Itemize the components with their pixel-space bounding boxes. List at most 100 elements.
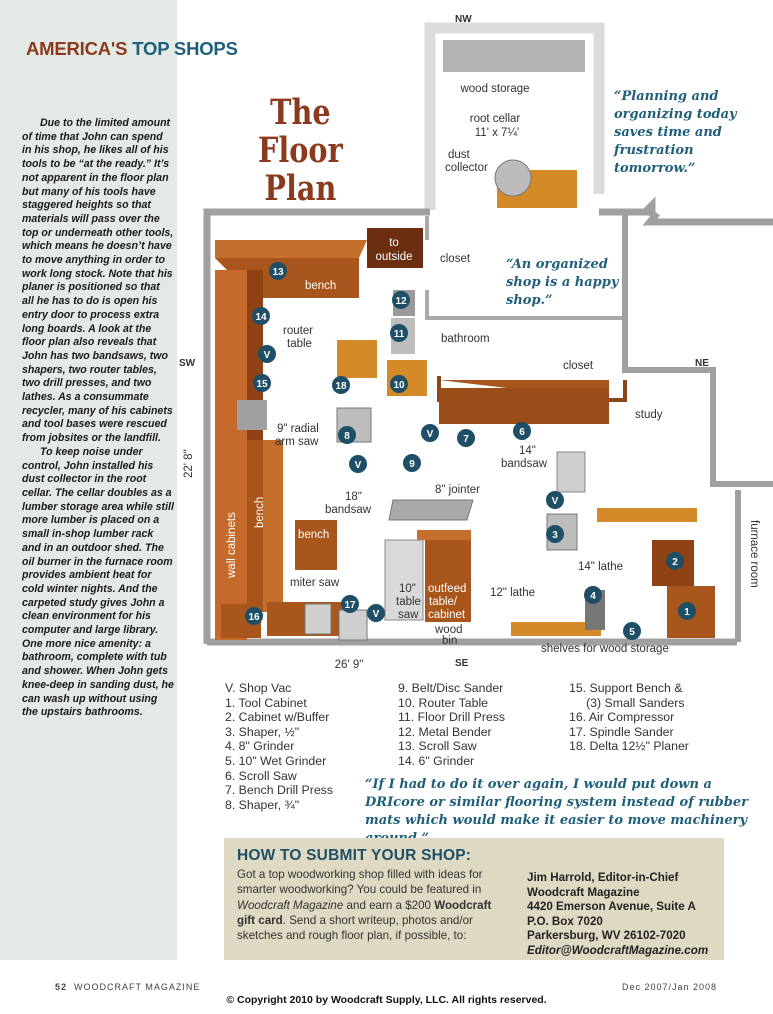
wood-storage-area <box>443 40 585 72</box>
study-label: study <box>635 409 663 421</box>
floor-plan-diagram: wood storage root cellar 11' x 7¼' dust … <box>179 14 773 671</box>
wood-bin-label-2: bin <box>442 635 457 647</box>
marker-13: 13 <box>269 262 287 280</box>
wall-cabinets-label: wall cabinets <box>226 512 238 579</box>
marker-8: 8 <box>338 426 356 444</box>
legend-column-1: V. Shop Vac 1. Tool Cabinet 2. Cabinet w… <box>225 681 333 812</box>
table-saw <box>384 539 424 621</box>
outside-label: outside <box>375 251 412 263</box>
radial-arm-saw <box>237 400 267 430</box>
radial-label-1: 9" radial <box>277 423 319 435</box>
sidebar-paragraph: To keep noise under control, John instal… <box>22 445 174 719</box>
marker-14: 14 <box>252 307 270 325</box>
sidebar-paragraph: Due to the limited amount of time that J… <box>22 117 174 445</box>
legend-column-3: 15. Support Bench & (3) Small Sanders 16… <box>569 681 689 754</box>
marker-16: 16 <box>245 607 263 625</box>
shop-east-wall <box>622 215 773 487</box>
wood-storage-label: wood storage <box>459 83 529 95</box>
svg-text:V: V <box>373 609 380 620</box>
legend-item: 5. 10" Wet Grinder <box>225 753 327 768</box>
footer-left: 52 WOODCRAFT MAGAZINE <box>55 982 200 992</box>
svg-text:16: 16 <box>248 612 260 623</box>
to-label: to <box>389 237 399 249</box>
legend-item: 12. Metal Bender <box>398 724 492 739</box>
legend-item: 17. Spindle Sander <box>569 724 674 739</box>
svg-text:V: V <box>427 429 434 440</box>
bandsaw-14 <box>556 451 586 493</box>
svg-text:V: V <box>264 350 271 361</box>
outfeed-cabinet-top <box>417 530 471 540</box>
shop-outer-walls <box>203 196 773 644</box>
svg-text:9: 9 <box>409 459 415 470</box>
section-title-word2: TOP SHOPS <box>132 38 238 59</box>
spindle-sander <box>338 609 368 641</box>
bench-center-label: bench <box>298 529 329 541</box>
marker-15: 15 <box>253 374 271 392</box>
marker-1: 1 <box>678 602 696 620</box>
floor-plan-title-line2: Floor Plan <box>258 130 343 209</box>
marker-11: 11 <box>390 324 408 342</box>
address-line: 4420 Emerson Avenue, Suite A <box>527 900 696 914</box>
legend-item: 18. Delta 12½" Planer <box>569 739 689 754</box>
legend-item: 10. Router Table <box>398 695 489 710</box>
svg-text:2: 2 <box>672 557 678 568</box>
legend-item: (3) Small Sanders <box>569 695 685 710</box>
pull-quote-organized: “An organized shop is a happy shop.” <box>506 257 619 308</box>
wood-bin-label-1: wood <box>434 624 463 636</box>
outfeed-label-1: outfeed <box>428 583 466 595</box>
legend-item: 4. 8" Grinder <box>225 739 295 754</box>
svg-text:10: 10 <box>393 380 405 391</box>
marker-12: 12 <box>392 291 410 309</box>
root-cellar-label: root cellar <box>470 113 521 125</box>
marker-7: 7 <box>457 429 475 447</box>
legend-item: V. Shop Vac <box>225 681 292 695</box>
compass-nw: NW <box>455 14 472 25</box>
submit-title: HOW TO SUBMIT YOUR SHOP: <box>237 847 472 864</box>
marker-9: 9 <box>403 454 421 472</box>
svg-text:V: V <box>355 460 362 471</box>
svg-text:1: 1 <box>684 607 690 618</box>
compass-se: SE <box>455 658 469 669</box>
pull-quote-planning: “Planning and organizing today saves tim… <box>614 89 737 176</box>
section-title-word1: AMERICA'S <box>26 38 128 59</box>
jointer <box>388 499 474 521</box>
svg-text:13: 13 <box>272 267 284 278</box>
svg-text:11: 11 <box>394 329 405 340</box>
bench-north-label: bench <box>305 280 336 292</box>
bandsaw18-label-2: bandsaw <box>325 504 372 516</box>
lathe-14 <box>597 508 697 522</box>
submit-address: Jim Harrold, Editor-in-Chief Woodcraft M… <box>527 871 708 959</box>
compass-ne: NE <box>695 358 709 369</box>
email-link[interactable]: Editor@WoodcraftMagazine.com <box>527 943 709 957</box>
svg-text:18: 18 <box>335 381 347 392</box>
lathe12-label: 12" lathe <box>490 587 535 599</box>
marker-4: 4 <box>584 586 602 604</box>
dust-label: dust <box>448 149 471 161</box>
address-line: Woodcraft Magazine <box>527 885 640 899</box>
legend-item: 7. Bench Drill Press <box>225 783 333 798</box>
svg-text:5: 5 <box>629 627 635 638</box>
collector-label: collector <box>445 162 488 174</box>
svg-text:6: 6 <box>519 427 525 438</box>
router-label: router <box>283 325 313 337</box>
marker-v-4: V <box>546 491 564 509</box>
svg-text:V: V <box>552 496 559 507</box>
root-cellar-dims: 11' x 7¼' <box>475 127 519 139</box>
marker-2: 2 <box>666 552 684 570</box>
svg-text:3: 3 <box>552 530 558 541</box>
legend-item: 11. Floor Drill Press <box>398 710 506 725</box>
svg-text:12: 12 <box>395 296 407 307</box>
marker-v-5: V <box>367 604 385 622</box>
svg-text:7: 7 <box>463 434 469 445</box>
marker-10: 10 <box>390 375 408 393</box>
legend-item: 2. Cabinet w/Buffer <box>225 710 330 725</box>
root-cellar-walls-outline <box>424 22 605 210</box>
submit-body-magazine: Woodcraft Magazine <box>237 898 344 912</box>
magazine-name: WOODCRAFT MAGAZINE <box>74 982 201 992</box>
footer-date: Dec 2007/Jan 2008 <box>622 982 718 992</box>
svg-text:17: 17 <box>344 600 356 611</box>
dimension-side: 22' 8" <box>183 449 195 478</box>
closet-label: closet <box>440 253 471 265</box>
to-outside-door <box>367 228 423 268</box>
section-title: AMERICA'S TOP SHOPS <box>26 38 238 60</box>
